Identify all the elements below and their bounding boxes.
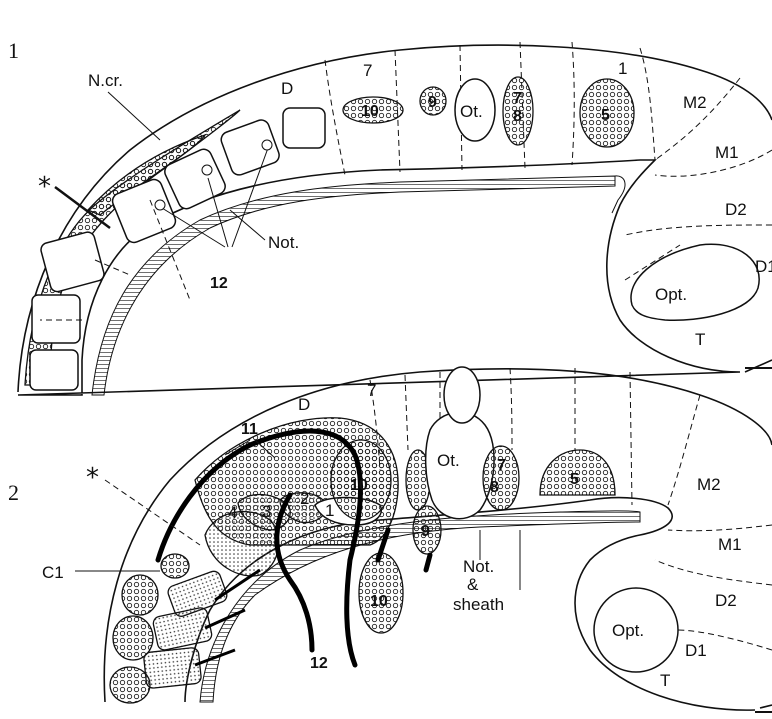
label-T: T [660,671,670,690]
label-ot: Ot. [460,102,483,121]
somite [152,607,213,652]
label-M2: M2 [697,475,721,494]
label-not: Not. [463,557,494,576]
label-star: * [38,172,51,202]
somite [32,295,80,343]
label-s2: 2 [300,489,309,508]
nerve-9-branch [426,555,430,570]
label-g9: 9 [428,94,437,111]
label-T: T [695,330,705,349]
label-g8: 8 [490,479,499,496]
somite [113,616,153,660]
label-ncr: N.cr. [88,71,123,90]
label-opt: Opt. [612,621,644,640]
label-D1: D1 [685,641,707,660]
label-not: Not. [268,233,299,252]
nerve-root [262,140,272,150]
label-11: 11 [241,421,258,438]
nerve-root [155,200,165,210]
label-g10a: 10 [350,477,368,494]
nerve-root [202,165,212,175]
somite [110,667,150,703]
somite [30,350,78,390]
label-D2: D2 [725,200,747,219]
label-star: * [86,463,99,493]
label-g9: 9 [421,523,430,540]
label-D: D [298,395,310,414]
label-n12: 12 [210,275,228,292]
label-7: 7 [363,61,372,80]
label-D: D [281,79,293,98]
label-s1: 1 [325,501,334,520]
figure-1: 1 [8,38,772,395]
label-M1: M1 [715,143,739,162]
label-g5: 5 [570,471,579,488]
somite [122,575,158,615]
somite-c1 [161,554,189,578]
label-opt: Opt. [655,285,687,304]
label-sheath: sheath [453,595,504,614]
label-n12: 12 [310,655,328,672]
somite [219,118,281,177]
leader-not [230,210,265,240]
label-amp: & [467,575,479,594]
label-1: 1 [618,59,627,78]
somite [283,108,325,148]
label-g7: 7 [497,457,506,474]
leader-star-fig2 [105,480,200,545]
label-g7: 7 [513,90,522,107]
endolymphatic-duct [444,367,480,423]
label-D1: D1 [755,257,772,276]
figure-number-2: 2 [8,480,19,505]
ganglion-7-8-fig2 [483,446,519,510]
leader-ncr [108,92,160,140]
label-g10: 10 [361,103,379,120]
somite [39,231,105,294]
label-g10b: 10 [370,593,388,610]
label-s4: 4 [228,503,237,522]
label-s3: 3 [262,502,271,521]
somite [143,647,201,689]
label-g8: 8 [513,108,522,125]
label-7: 7 [367,381,376,400]
label-M1: M1 [718,535,742,554]
label-g5: 5 [601,107,610,124]
label-M2: M2 [683,93,707,112]
optic-vesicle-fig1 [631,244,759,320]
label-c1: C1 [42,563,64,582]
label-ot: Ot. [437,451,460,470]
label-D2: D2 [715,591,737,610]
figure-2: 2 [8,367,772,712]
figure-number-1: 1 [8,38,19,63]
